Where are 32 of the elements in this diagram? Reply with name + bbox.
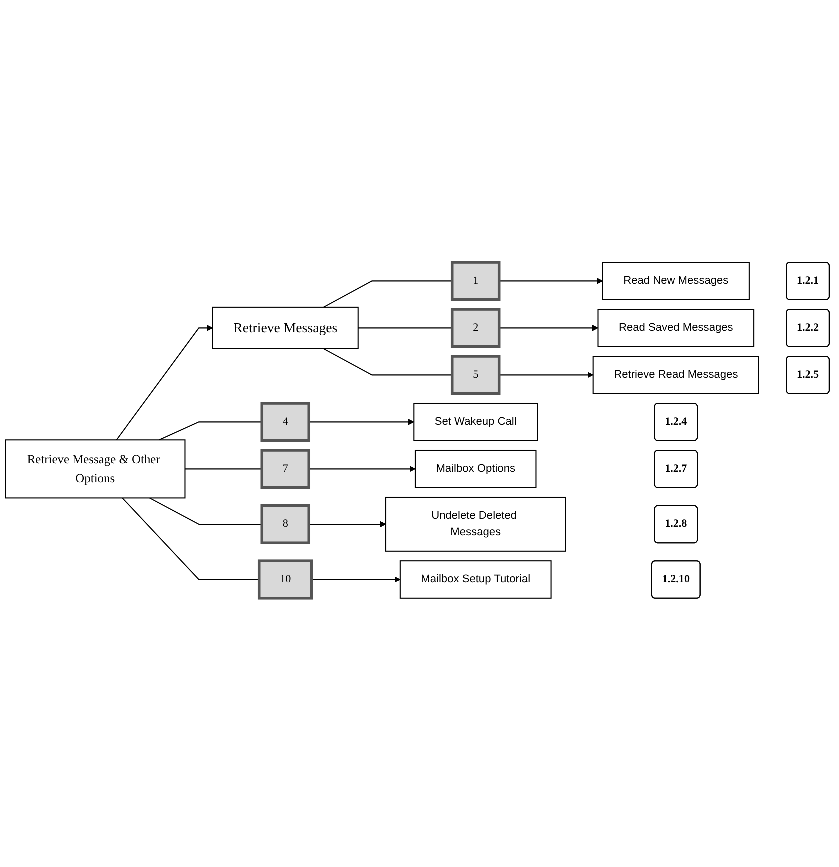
arrow bbox=[309, 520, 386, 528]
connector bbox=[324, 280, 452, 308]
node-box bbox=[414, 402, 538, 441]
arrow bbox=[309, 418, 414, 425]
arrow bbox=[499, 324, 599, 331]
arrow bbox=[312, 576, 401, 582]
arrow bbox=[116, 324, 214, 440]
node-box bbox=[598, 308, 755, 347]
connector bbox=[185, 468, 262, 470]
node-box bbox=[400, 560, 552, 598]
connector bbox=[358, 327, 452, 328]
node-box bbox=[450, 354, 501, 395]
connector bbox=[324, 348, 452, 376]
connector bbox=[122, 497, 260, 580]
connector bbox=[150, 497, 262, 524]
node-box bbox=[260, 504, 310, 544]
connector bbox=[159, 421, 262, 440]
node-box bbox=[414, 450, 537, 488]
node-box bbox=[5, 439, 186, 498]
node-box bbox=[592, 356, 760, 394]
menu-tree-diagram: Retrieve Message & Other Options Retrieve Messages 1 Read New Messages 1.2.1 2 Read Saved Messages 1.2.2 5 Retrieve Read Messages 1.2.5 4 Set Wakeup Call 1.2.4 7 Mailbox Options 1.2.7 8 Undelete Deleted Messages 1.2.8 10 Mailbox Setup Tutorial 1.2.10 bbox=[0, 256, 835, 604]
node-box bbox=[212, 306, 359, 349]
node-box bbox=[258, 559, 314, 600]
arrow bbox=[499, 278, 604, 284]
arrow bbox=[309, 466, 416, 472]
arrow bbox=[499, 372, 594, 378]
node-box bbox=[450, 260, 501, 301]
node-box bbox=[260, 448, 310, 489]
node-box bbox=[260, 402, 310, 442]
node-box bbox=[386, 496, 566, 552]
node-box bbox=[450, 308, 501, 348]
node-box bbox=[602, 262, 750, 300]
